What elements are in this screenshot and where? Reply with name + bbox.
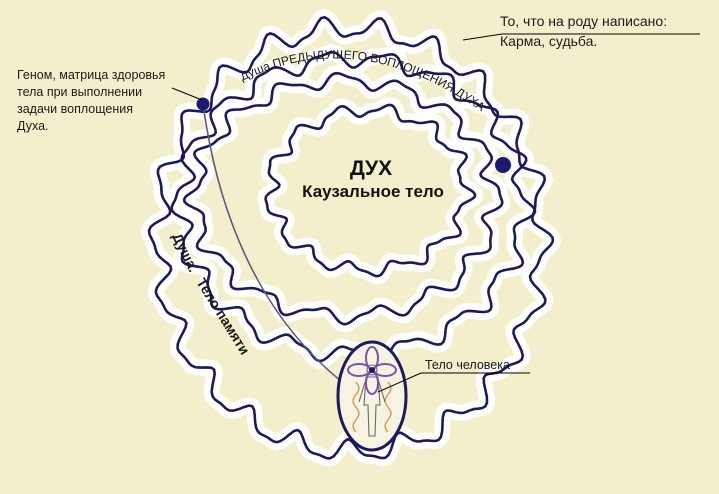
genome-pointer (171, 87, 203, 101)
human-body-oval (336, 340, 408, 452)
genome-label-line2: тела при выполнении (17, 85, 142, 99)
human-body-label: Тело человека (425, 358, 510, 372)
genome-label-line4: Духа. (17, 119, 49, 133)
loop-second (170, 50, 537, 364)
genome-label-line1: Геном, матрица здоровья (17, 68, 165, 82)
aura-left (352, 381, 360, 433)
genome-node (196, 97, 210, 111)
aura-right (384, 381, 392, 433)
causal-body-title: Каузальное тело (302, 182, 444, 201)
loop-outer (147, 15, 555, 460)
spiral-lines (147, 15, 555, 460)
karma-label-line1: То, что на роду написано: (500, 13, 667, 29)
karma-pointer (462, 33, 700, 41)
genome-label-line3: задачи воплощения (17, 102, 133, 116)
spirit-title: ДУХ (350, 157, 392, 180)
loop-inner (264, 103, 477, 278)
karma-label-line2: Карма, судьба. (500, 33, 597, 49)
loop-third (182, 71, 504, 326)
body-pointer (377, 372, 530, 393)
karma-node (495, 157, 511, 173)
memory-body-line (202, 103, 356, 393)
aura-waves (352, 381, 392, 433)
flower-icon (347, 346, 397, 395)
